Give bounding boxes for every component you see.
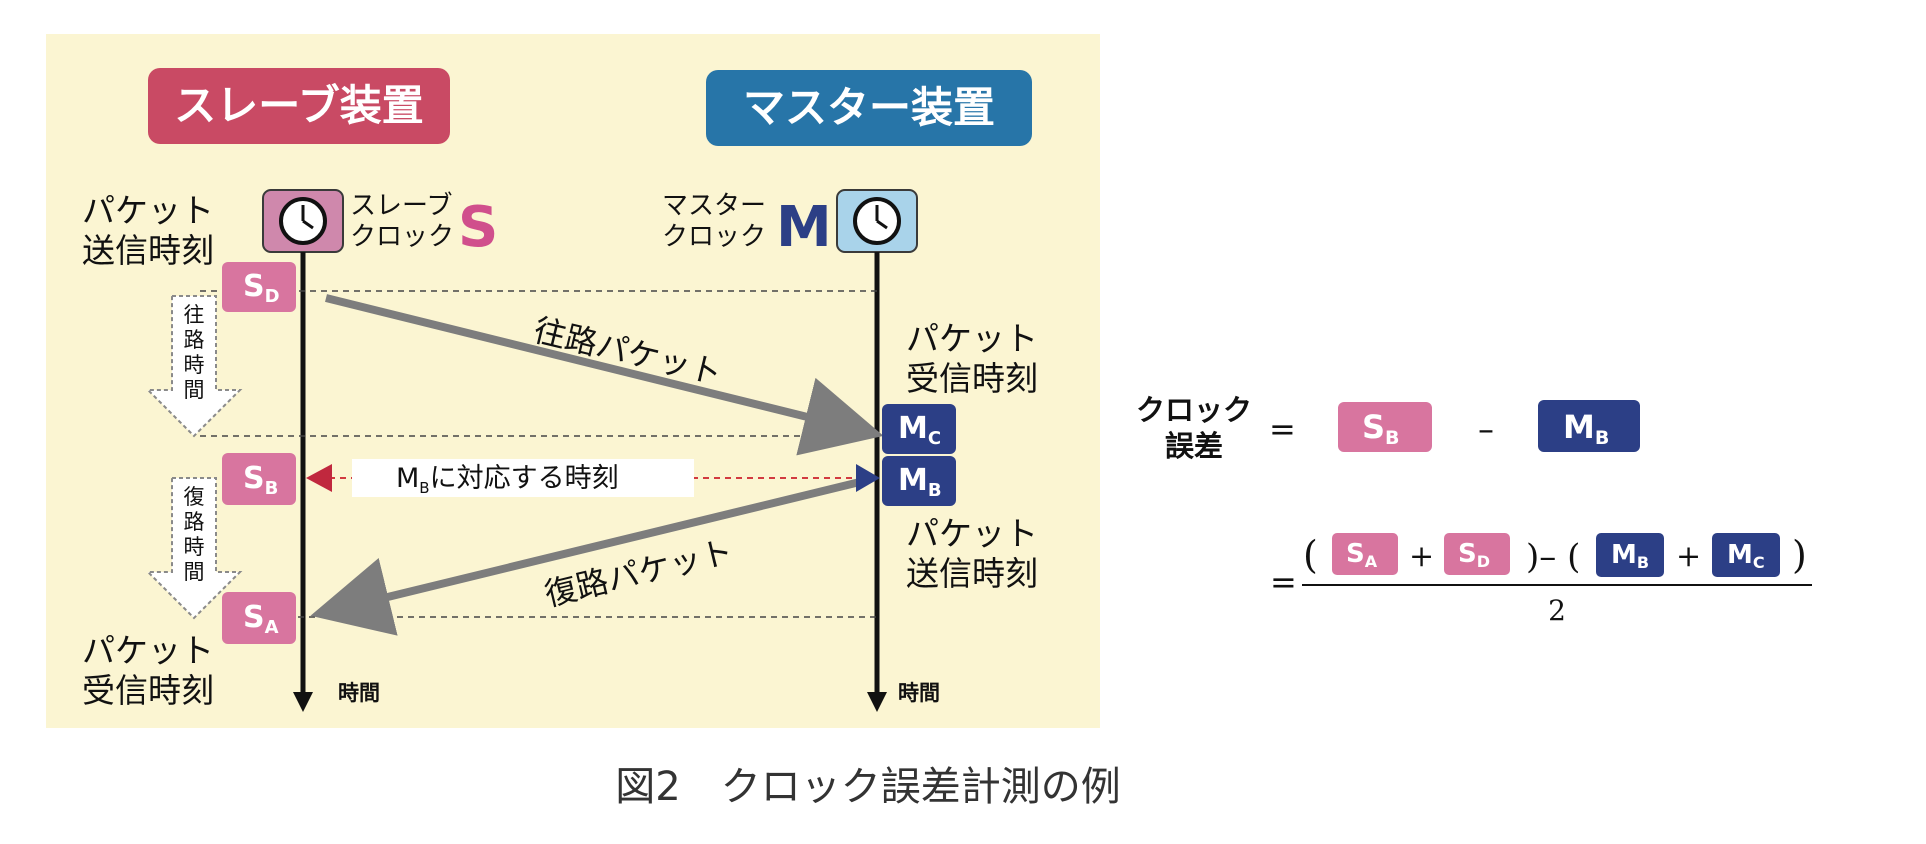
formula-minus: – — [1478, 410, 1494, 448]
formula-plus-2: + — [1676, 539, 1701, 574]
slave-clock-label-2: クロック — [350, 222, 454, 252]
diagram-panel — [46, 34, 1100, 728]
outbound-duration-char-1: 往 — [184, 303, 205, 327]
outbound-duration-char-4: 間 — [184, 378, 205, 402]
slave-clock-letter: S — [458, 195, 498, 260]
formula-plus-1: + — [1409, 539, 1434, 574]
triangle-right-icon — [856, 464, 880, 492]
clock-icon — [279, 197, 327, 245]
formula-equals-1: = — [1269, 410, 1296, 448]
master-receive-time-label-1: パケット — [906, 319, 1038, 358]
packet-send-time-label-1: パケット — [82, 191, 214, 230]
master-clock — [836, 189, 918, 253]
clock-error-fraction: = ( SA + SD )– ( MB + MC ) 2 — [1270, 533, 1812, 627]
master-receive-time-label-2: 受信時刻 — [906, 359, 1038, 398]
formula-term-MB: MB — [1563, 408, 1609, 449]
formula-term-SD: SD — [1458, 539, 1490, 571]
packet-receive-time-label-2: 受信時刻 — [82, 671, 214, 710]
timestamp-box-SD: SD — [222, 262, 296, 312]
inbound-duration-char-2: 路 — [184, 510, 205, 534]
slave-device-title: スレーブ装置 — [174, 81, 423, 130]
master-time-axis-label: 時間 — [898, 681, 940, 705]
inbound-duration-char-3: 時 — [184, 535, 205, 559]
slave-timeline — [293, 252, 313, 712]
arrow-down-icon — [867, 692, 887, 712]
formula-equals-2: = — [1270, 563, 1297, 601]
correspondence-label-bg — [352, 459, 694, 497]
outbound-duration-char-3: 時 — [184, 353, 205, 377]
master-clock-label-2: クロック — [662, 222, 766, 252]
formula-lhs-line-2: 誤差 — [1165, 429, 1223, 463]
timestamp-box-MC: MC — [882, 404, 956, 454]
packet-send-time-label-2: 送信時刻 — [82, 231, 214, 270]
inbound-duration-char-4: 間 — [184, 560, 205, 584]
master-clock-letter: M — [776, 195, 832, 260]
slave-clock — [262, 189, 344, 253]
formula-paren-close: ) — [1792, 533, 1807, 577]
inbound-duration-arrow: 復 路 時 間 — [145, 477, 243, 620]
figure-caption: 図2 クロック誤差計測の例 — [615, 764, 1120, 810]
slave-time-axis-label: 時間 — [338, 681, 380, 705]
timestamp-box-SA: SA — [222, 592, 296, 644]
master-device-title: マスター装置 — [743, 83, 995, 132]
svg-text:MC: MC — [898, 411, 941, 449]
master-device-header: マスター装置 — [706, 70, 1032, 146]
timestamp-box-SB: SB — [222, 453, 296, 505]
inbound-packet-arrow — [310, 476, 869, 636]
master-send-time-label-2: 送信時刻 — [906, 554, 1038, 593]
outbound-duration-arrow: 往 路 時 間 — [145, 295, 243, 438]
packet-receive-time-label-1: パケット — [82, 631, 214, 670]
master-timeline — [867, 252, 887, 712]
timestamp-box-MB: MB — [882, 456, 956, 506]
formula-paren-open: ( — [1303, 533, 1318, 577]
correspondence-label: MBに対応する時刻 — [396, 463, 619, 497]
formula-denominator: 2 — [1548, 594, 1566, 627]
formula-paren-close-minus: )– ( — [1526, 537, 1580, 577]
master-clock-label-1: マスター — [662, 191, 766, 221]
slave-clock-label-1: スレーブ — [350, 191, 452, 221]
formula-term-SA: SA — [1346, 539, 1378, 571]
formula-term-MC: MC — [1727, 540, 1765, 572]
clock-icon — [853, 197, 901, 245]
inbound-duration-char-1: 復 — [184, 485, 205, 509]
svg-text:MB: MB — [898, 463, 942, 501]
formula-term-SB: SB — [1362, 408, 1400, 449]
slave-device-header: スレーブ装置 — [148, 68, 450, 144]
triangle-left-icon — [306, 464, 332, 492]
svg-text:SB: SB — [243, 461, 278, 499]
svg-text:SA: SA — [243, 600, 279, 638]
formula-term-MB-2: MB — [1611, 540, 1649, 572]
master-send-time-label-1: パケット — [906, 514, 1038, 553]
svg-text:SD: SD — [243, 269, 280, 307]
clock-error-formula: クロック 誤差 = SB – MB — [1136, 393, 1640, 463]
outbound-packet-arrow — [325, 294, 884, 456]
arrow-down-icon — [293, 692, 313, 712]
formula-lhs-line-1: クロック — [1136, 393, 1252, 427]
outbound-duration-char-2: 路 — [184, 328, 205, 352]
